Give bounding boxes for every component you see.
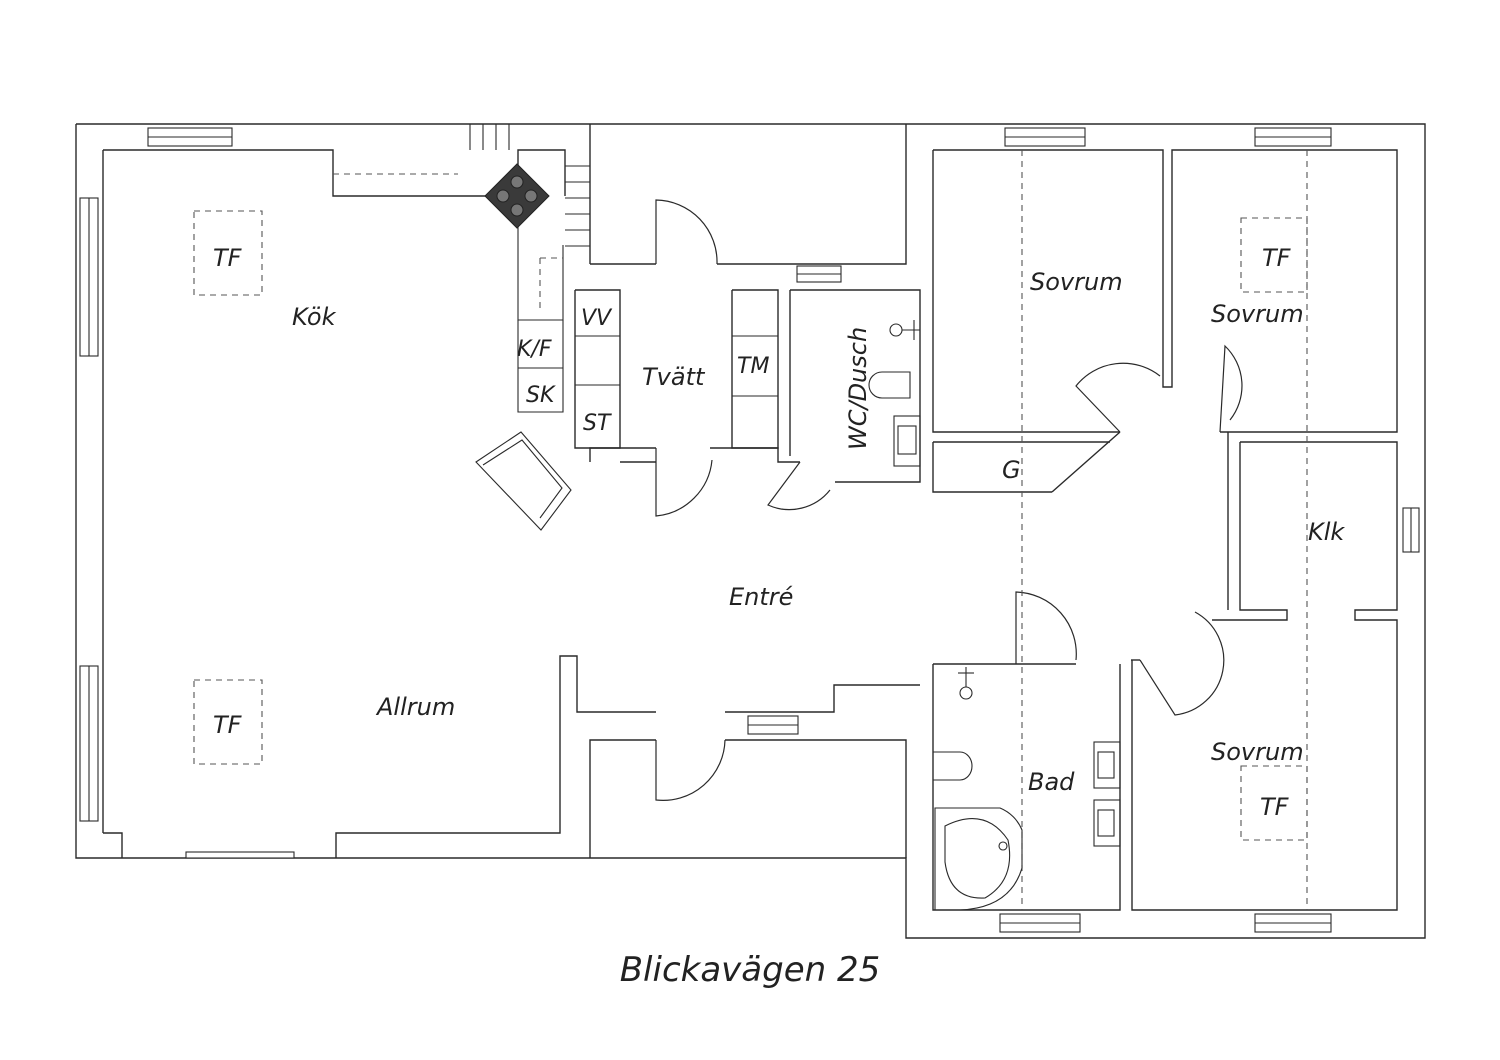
tm-label: TM bbox=[737, 354, 769, 379]
st-label: ST bbox=[583, 411, 612, 436]
room-label-kok: Kök bbox=[292, 303, 337, 331]
tf-label-allrum: TF bbox=[213, 711, 243, 739]
room-label-sovrum-2: Sovrum bbox=[1211, 300, 1304, 328]
plan-caption: Blickavägen 25 bbox=[619, 950, 881, 990]
room-label-sovrum-1: Sovrum bbox=[1030, 268, 1123, 296]
sk-label: SK bbox=[526, 383, 556, 408]
exterior-walls bbox=[75, 123, 1426, 939]
stairs bbox=[469, 124, 590, 247]
bath-fixtures bbox=[933, 667, 1121, 911]
windows bbox=[79, 127, 1420, 933]
room-label-entre: Entré bbox=[729, 583, 793, 611]
room-label-bad: Bad bbox=[1028, 768, 1075, 796]
tf-label-kok: TF bbox=[213, 244, 243, 272]
kf-label: K/F bbox=[517, 337, 552, 362]
vv-label: VV bbox=[581, 306, 613, 331]
laundry-walls bbox=[574, 289, 800, 463]
room-label-klk: Klk bbox=[1308, 518, 1345, 546]
tf-label-sovrum-2: TF bbox=[1262, 244, 1292, 272]
room-label-wc: WC/Dusch bbox=[844, 327, 872, 450]
room-labels: Kök Allrum Entré Tvätt WC/Dusch Sovrum S… bbox=[292, 268, 1345, 796]
room-label-allrum: Allrum bbox=[375, 693, 455, 721]
fixture-labels: TF TF TF TF K/F SK VV ST TM bbox=[213, 244, 1292, 821]
bedroom-walls bbox=[932, 149, 1398, 911]
wc-fixtures bbox=[868, 320, 921, 467]
kitchen-counter bbox=[333, 173, 572, 531]
tf-label-sovrum-3: TF bbox=[1260, 793, 1290, 821]
room-label-sovrum-3: Sovrum bbox=[1211, 738, 1304, 766]
dashed-lines bbox=[193, 150, 1308, 910]
stove-icon bbox=[484, 163, 550, 229]
room-label-tvatt: Tvätt bbox=[642, 363, 706, 391]
doors bbox=[655, 199, 1243, 801]
room-label-g: G bbox=[1002, 456, 1021, 484]
